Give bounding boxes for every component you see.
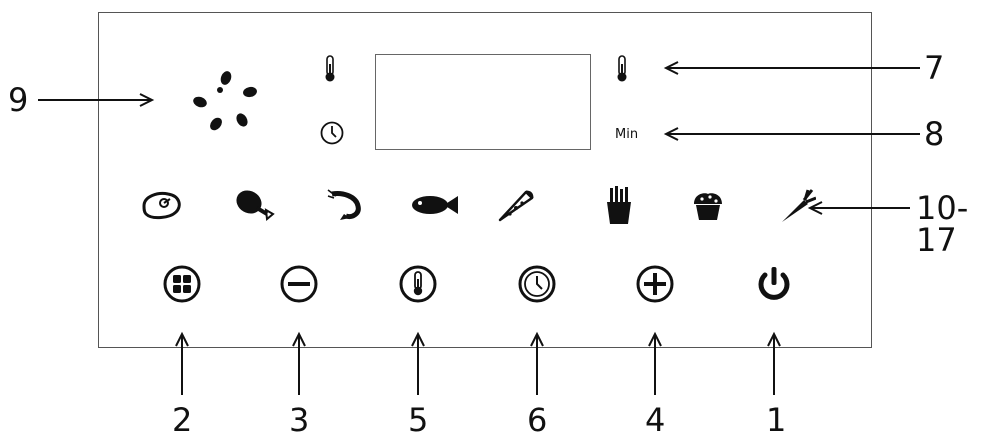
minus-button[interactable]: [279, 264, 319, 304]
pizza-icon[interactable]: [496, 188, 536, 224]
shrimp-icon[interactable]: [326, 188, 366, 222]
callout-2: 2: [172, 401, 193, 439]
callout-7: 7: [924, 49, 945, 87]
display-screen: [375, 54, 591, 150]
callout-6: 6: [527, 401, 548, 439]
callout-9: 9: [8, 81, 29, 119]
callout-3: 3: [289, 401, 310, 439]
fries-icon[interactable]: [604, 186, 634, 226]
steak-icon[interactable]: [140, 190, 184, 222]
fish-icon[interactable]: [410, 190, 460, 220]
callout-5: 5: [408, 401, 429, 439]
control-panel: [98, 12, 872, 348]
callout-10-17: 10-17: [916, 189, 969, 259]
muffin-icon[interactable]: [690, 190, 726, 222]
minutes-unit-label: Min: [615, 127, 639, 142]
menu-button[interactable]: [162, 264, 202, 304]
power-button[interactable]: [754, 264, 794, 304]
callout-1: 1: [766, 401, 787, 439]
thermometer-icon: [323, 55, 337, 83]
callout-4: 4: [645, 401, 666, 439]
temperature-button[interactable]: [398, 264, 438, 304]
plus-button[interactable]: [635, 264, 675, 304]
thermometer-indicator-icon: [615, 55, 629, 83]
timer-button[interactable]: [517, 264, 557, 304]
fan-icon: [192, 70, 260, 132]
chicken-leg-icon[interactable]: [233, 186, 279, 222]
clock-icon: [319, 120, 345, 146]
carrot-icon[interactable]: [778, 188, 816, 226]
callout-8: 8: [924, 115, 945, 153]
